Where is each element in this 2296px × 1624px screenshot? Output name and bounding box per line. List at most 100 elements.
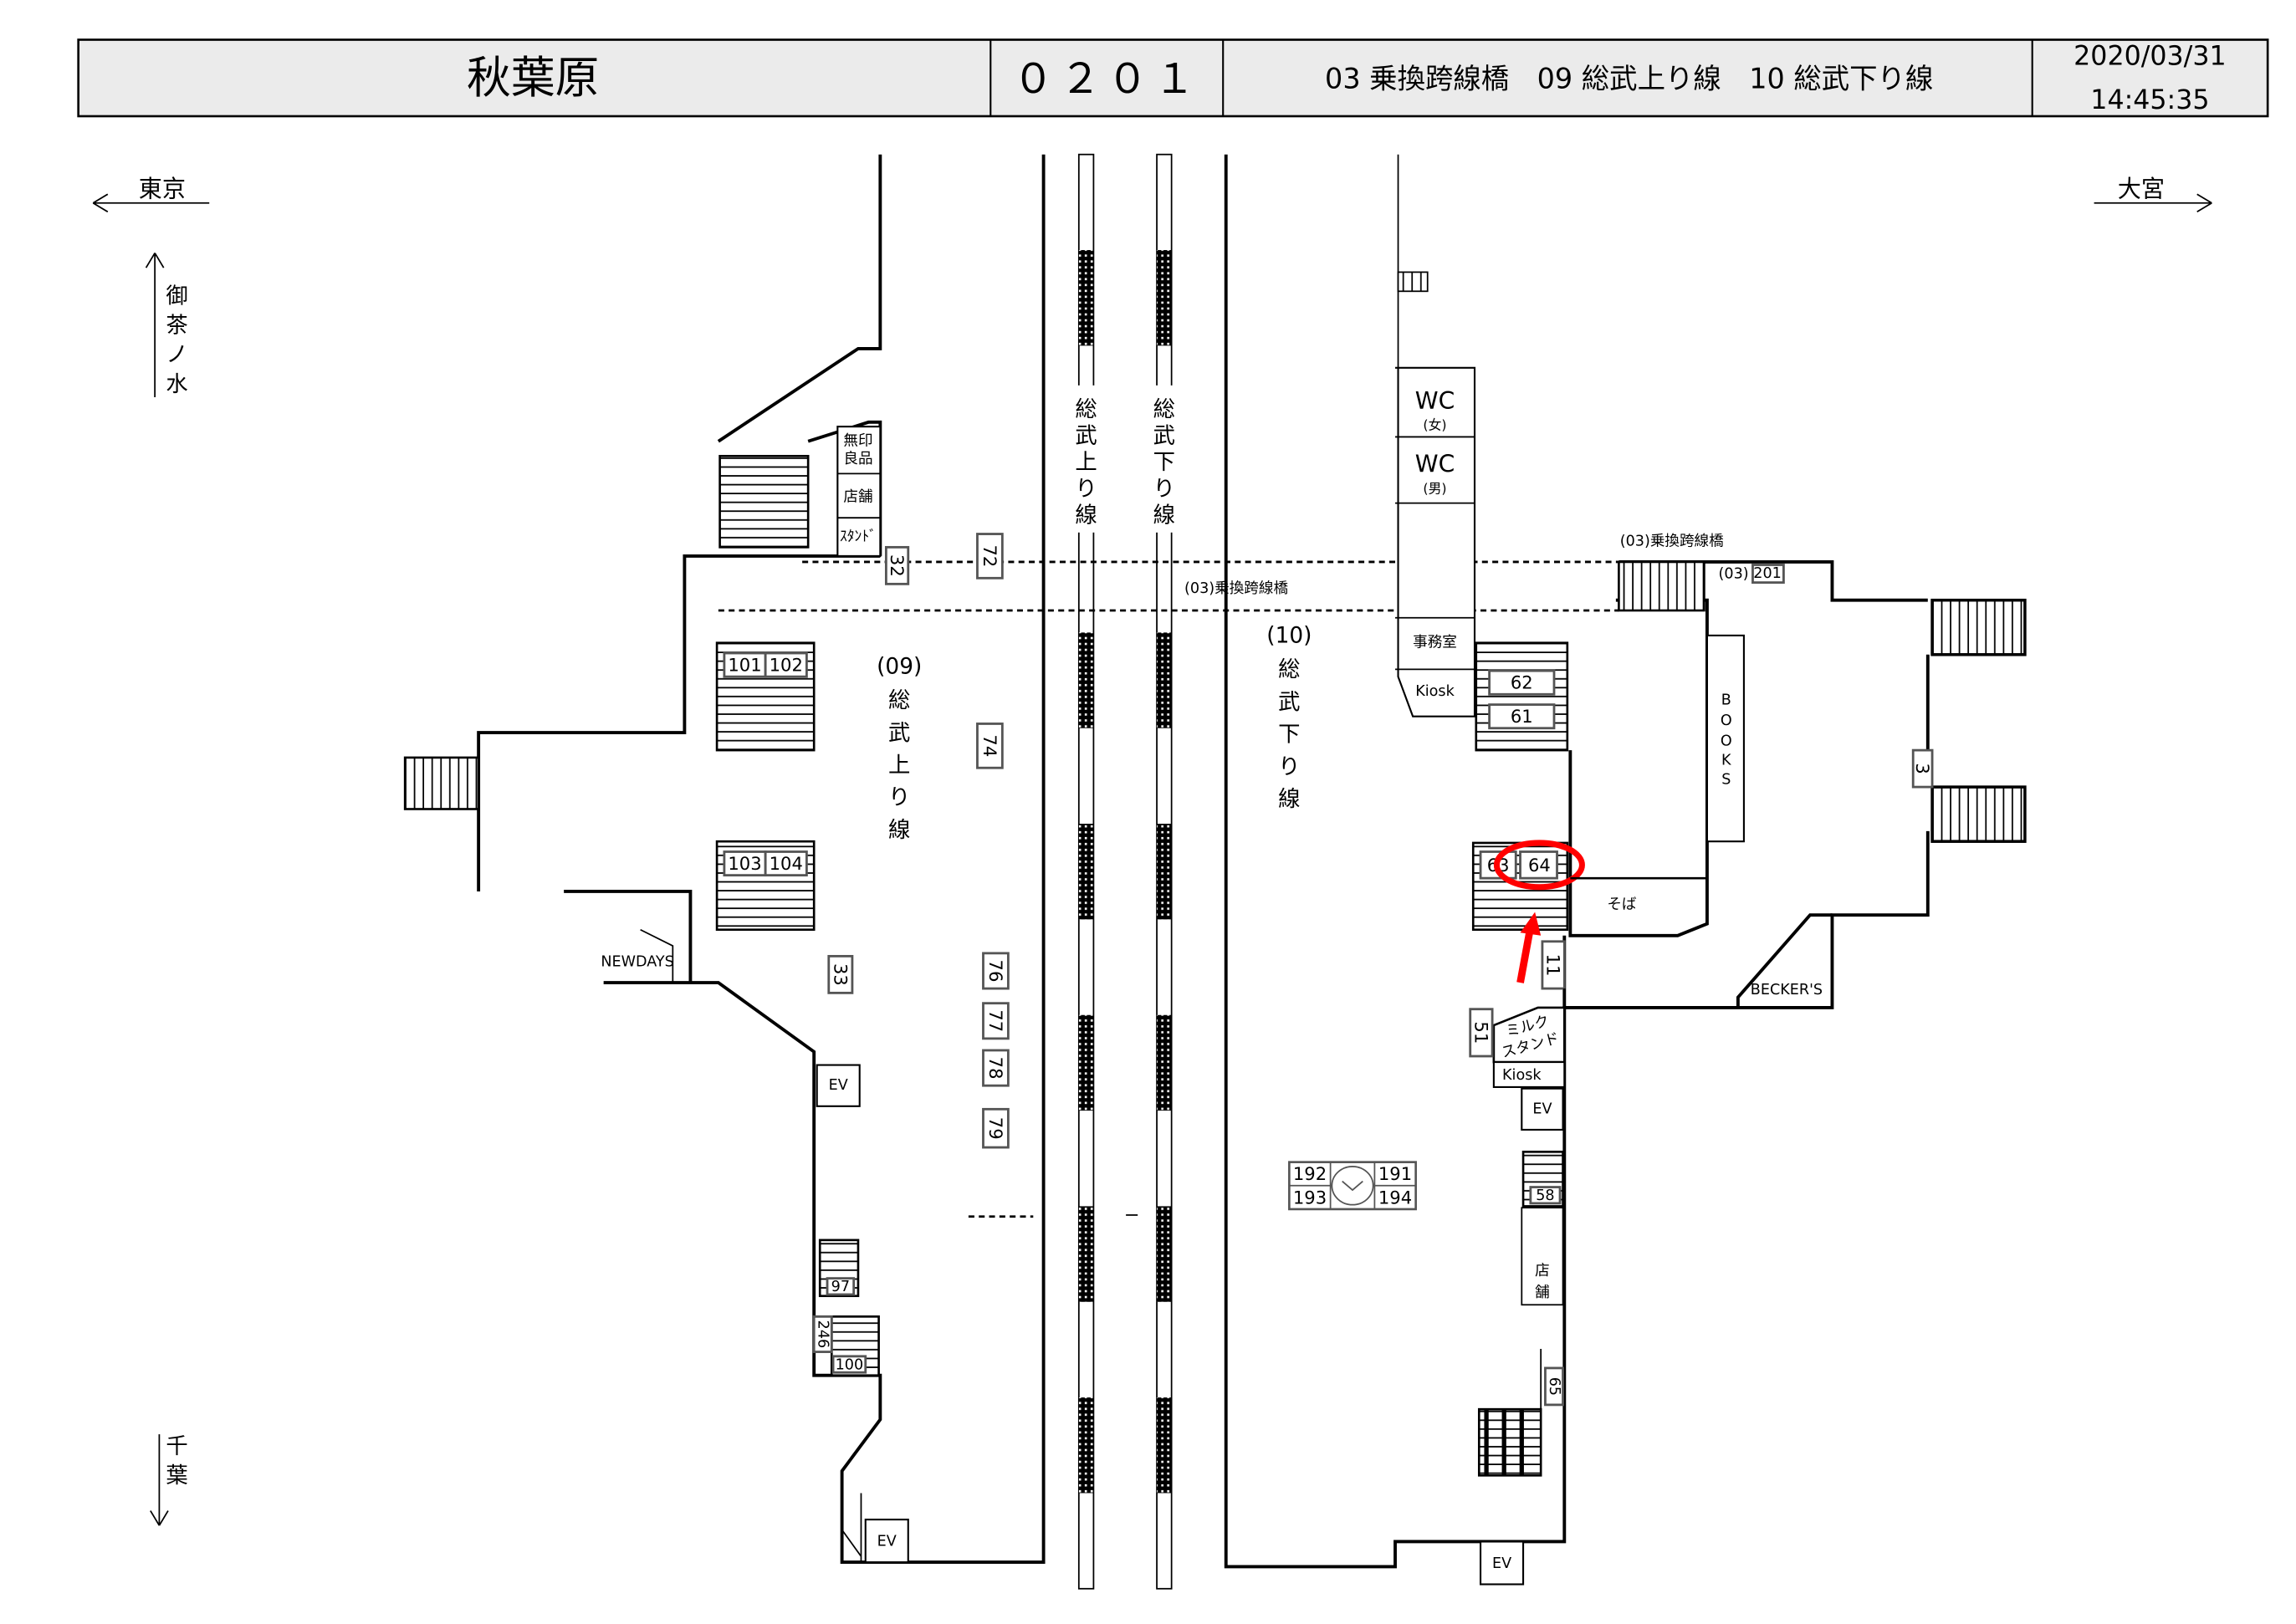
shop-char: 舗 xyxy=(1535,1284,1550,1301)
direction-chiba: 千 葉 xyxy=(150,1434,188,1526)
time-text: 14:45:35 xyxy=(2090,85,2209,115)
elevator-right-1: EV xyxy=(1521,1087,1564,1131)
highlight-circle xyxy=(1493,840,1585,891)
marker-102: 102 xyxy=(770,655,803,676)
track-down-label: 総 武 下 り 線 xyxy=(1153,397,1175,529)
platform-char: 上 xyxy=(888,753,910,779)
marker-74: 74 xyxy=(979,734,1000,757)
direction-up-char: 水 xyxy=(166,372,187,397)
track-char: 武 xyxy=(1075,423,1097,448)
elevator-left-1: EV xyxy=(816,1064,861,1107)
marker-11-box: 11 xyxy=(1541,940,1566,1008)
marker-191: 191 xyxy=(1378,1163,1412,1184)
marker-104: 104 xyxy=(770,853,803,874)
marker-65-box: 65 xyxy=(1540,1349,1564,1412)
wc-male-sub: (男) xyxy=(1423,480,1446,496)
marker-58: 58 xyxy=(1536,1187,1554,1204)
direction-down-char: 千 xyxy=(166,1434,187,1459)
stairs-58: 58 xyxy=(1521,1151,1564,1208)
stairs-62-61: 62 61 xyxy=(1475,641,1569,752)
marker-97: 97 xyxy=(831,1279,850,1295)
line-list: 03 乗換跨線橋 09 総武上り線 10 総武下り線 xyxy=(1325,63,1933,95)
bridge-label: (03)乗換跨線橋 xyxy=(1184,580,1288,597)
marker-103: 103 xyxy=(728,853,761,874)
track-char: 武 xyxy=(1153,423,1175,448)
platform-char: 総 xyxy=(1278,657,1300,682)
shop-newdays: NEWDAYS xyxy=(601,953,673,970)
shop-muji: 無印 xyxy=(843,433,872,450)
platform-code: (10) xyxy=(1266,624,1312,649)
shop-block-left: 無印 良品 店舗 ｽﾀﾝﾄﾞ xyxy=(836,426,882,557)
marker-79: 79 xyxy=(985,1117,1006,1140)
marker-61: 61 xyxy=(1511,706,1533,727)
ev-label: EV xyxy=(877,1533,897,1550)
stairs-101-102: 101 102 xyxy=(715,641,816,752)
books-char: B xyxy=(1721,692,1731,708)
track-up-label: 総 武 上 り 線 xyxy=(1075,397,1097,529)
marker-51: 51 xyxy=(1470,1021,1491,1044)
marker-64: 64 xyxy=(1528,855,1551,876)
date-text: 2020/03/31 xyxy=(2074,41,2226,71)
platform-char: 武 xyxy=(888,721,910,746)
wc-male: WC xyxy=(1415,451,1455,478)
left-markers: 32 72 74 33 76 77 78 79 xyxy=(827,533,1010,1149)
transfer-bridge: (03)乗換跨線橋 (03)乗換跨線橋 (03) 201 xyxy=(718,534,1785,1218)
platform-char: り xyxy=(1278,754,1300,779)
marker-201: 201 xyxy=(1753,565,1782,582)
ev-label: EV xyxy=(1532,1101,1552,1117)
direction-omiya: 大宮 xyxy=(2094,176,2212,213)
marker-78: 78 xyxy=(985,1057,1006,1080)
stand-label: ｽﾀﾝﾄﾞ xyxy=(840,529,877,545)
platform-char: 線 xyxy=(888,818,910,843)
shop-muji: 良品 xyxy=(843,451,872,467)
shop-label: 店舗 xyxy=(843,489,872,506)
marker-101: 101 xyxy=(728,655,761,676)
direction-down-char: 葉 xyxy=(166,1463,187,1489)
marker-72: 72 xyxy=(979,545,1000,568)
marker-62: 62 xyxy=(1511,672,1533,693)
office-label: 事務室 xyxy=(1413,635,1457,651)
track-char: 上 xyxy=(1075,450,1097,475)
station-name: 秋葉原 xyxy=(467,53,599,104)
track-char: 線 xyxy=(1153,503,1175,528)
platform-char: 総 xyxy=(888,688,910,713)
marker-32: 32 xyxy=(887,554,908,577)
marker-193: 193 xyxy=(1293,1187,1327,1208)
elevator-left-2: EV xyxy=(864,1519,909,1564)
bridge-short-label: (03) xyxy=(1719,565,1749,582)
track-char: 下 xyxy=(1153,450,1175,475)
platform-10-label: (10) 総 武 下 り 線 xyxy=(1266,624,1312,812)
platform-char: 下 xyxy=(1278,723,1300,748)
platform-10-outline xyxy=(1224,154,1930,1569)
direction-up-char: 御 xyxy=(166,283,187,309)
direction-right-label: 大宮 xyxy=(2118,176,2165,203)
clock-icon xyxy=(1331,1166,1374,1206)
track-char: り xyxy=(1075,477,1097,502)
direction-tokyo: 東京 xyxy=(92,176,210,213)
stairs-east: 3 xyxy=(1911,598,2027,843)
stairs-southeast xyxy=(1477,1407,1542,1477)
track-char: 総 xyxy=(1153,397,1175,422)
track-up xyxy=(1068,153,1104,1590)
marker-76: 76 xyxy=(985,960,1006,983)
highlight-arrow xyxy=(1516,926,1535,983)
books-char: O xyxy=(1721,733,1732,750)
platform-09-label: (09) 総 武 上 り 線 xyxy=(877,655,922,843)
platform-code: (09) xyxy=(877,655,922,680)
highlight-marker xyxy=(1493,840,1585,983)
direction-left-label: 東京 xyxy=(139,176,186,203)
marker-100: 100 xyxy=(836,1356,864,1373)
track-char: 線 xyxy=(1075,503,1097,528)
track-char: 総 xyxy=(1075,397,1097,422)
direction-ochanomizu: 御 茶 ノ 水 xyxy=(145,253,188,397)
header-bar: 秋葉原 ０２０１ 03 乗換跨線橋 09 総武上り線 10 総武下り線 2020… xyxy=(77,38,2269,118)
direction-up-char: ノ xyxy=(166,343,187,368)
books-shop: B O O K S xyxy=(1705,634,1745,843)
elevator-right-2: EV xyxy=(1479,1540,1525,1586)
platform-char: 線 xyxy=(1278,787,1300,812)
beckers-shop: BECKER'S xyxy=(1751,982,1823,998)
books-char: S xyxy=(1721,771,1731,788)
direction-up-char: 茶 xyxy=(166,314,187,339)
stairs-north-left xyxy=(718,454,810,549)
